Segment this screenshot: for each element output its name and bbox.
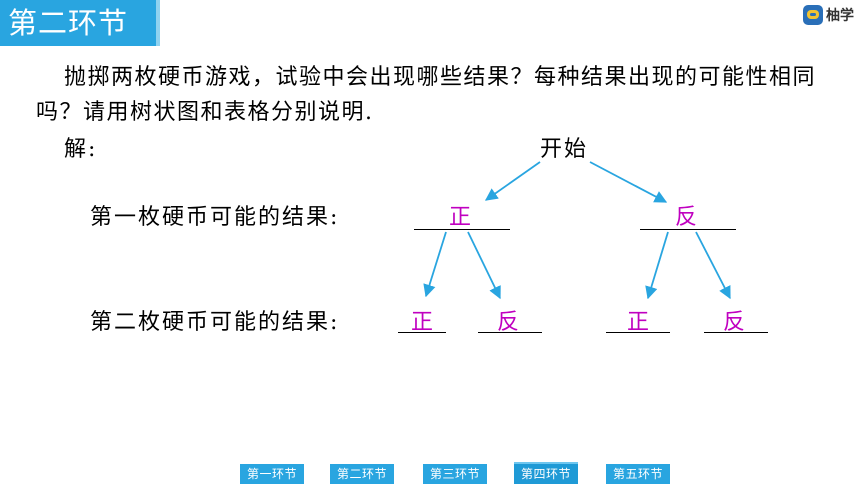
nav-button-section-5[interactable]: 第五环节 [606, 464, 670, 484]
arrow-tails-to-tails [695, 231, 731, 300]
level1-outcome: 反 [674, 205, 697, 230]
nav-button-section-2[interactable]: 第二环节 [330, 464, 394, 484]
tree-root-label: 开始 [540, 137, 589, 162]
level2-outcome: 正 [626, 310, 649, 335]
answer-blank [478, 303, 542, 333]
nav-button-section-1[interactable]: 第一环节 [240, 464, 304, 484]
section-nav: 第一环节 第二环节 第三环节 第四环节 第五环节 [0, 464, 860, 484]
nav-button-section-4[interactable]: 第四环节 [514, 464, 578, 484]
answer-blank [640, 200, 736, 230]
arrow-heads-to-tails [467, 231, 501, 300]
level2-outcome: 反 [722, 310, 745, 335]
arrow-root-to-heads [484, 161, 541, 201]
answer-blank [704, 303, 768, 333]
solve-label: 解: [64, 137, 98, 162]
problem-statement: 抛掷两枚硬币游戏，试验中会出现哪些结果？每种结果出现的可能性相同吗？请用树状图和… [36, 65, 817, 125]
answer-blank [398, 303, 446, 333]
section-title-badge: 第二环节 [0, 0, 160, 46]
answer-blank [606, 303, 670, 333]
youxue-logo-icon [803, 5, 823, 25]
second-coin-label: 第二枚硬币可能的结果: [90, 310, 340, 335]
level1-outcome: 正 [448, 205, 471, 230]
first-coin-label: 第一枚硬币可能的结果: [90, 205, 340, 230]
arrow-tails-to-heads [645, 231, 669, 300]
arrow-root-to-tails [589, 161, 668, 203]
level2-outcome: 正 [410, 310, 433, 335]
level2-outcome: 反 [496, 310, 519, 335]
answer-blank [414, 200, 510, 230]
arrow-heads-to-heads [423, 231, 447, 298]
brand-name: 柚学 [826, 8, 854, 24]
nav-button-section-3[interactable]: 第三环节 [423, 464, 487, 484]
brand: 柚学 [803, 4, 854, 26]
